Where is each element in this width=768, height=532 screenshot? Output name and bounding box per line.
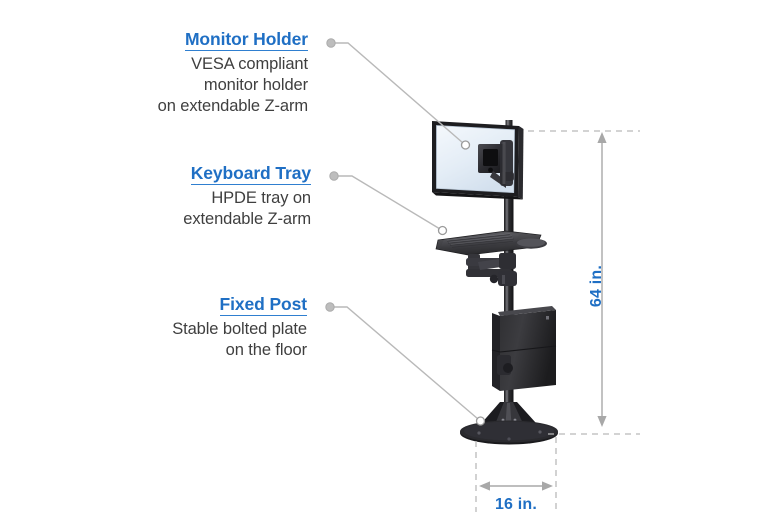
width-extension-lines: [475, 437, 557, 512]
leader-monitor-holder: [326, 38, 471, 150]
height-dimension-label: 64 in.: [588, 264, 605, 308]
callout-monitor-holder: Monitor Holder VESA compliant monitor ho…: [68, 29, 308, 117]
width-dimension-label: 16 in.: [494, 496, 538, 513]
callout-line-1: HPDE tray on: [211, 189, 311, 207]
callout-title-keyboard-tray: Keyboard Tray: [190, 163, 311, 185]
keyboard-tray: [435, 230, 547, 286]
callout-line-2: monitor holder: [203, 76, 308, 94]
height-extension-lines: [528, 130, 640, 435]
callout-line-1: VESA compliant: [191, 55, 308, 73]
callout-line-1: Stable bolted plate: [172, 320, 307, 338]
callout-line-2: extendable Z-arm: [183, 210, 311, 228]
callout-title-fixed-post: Fixed Post: [219, 294, 307, 316]
callout-line-2: on the floor: [225, 341, 307, 359]
callout-keyboard-tray: Keyboard Tray HPDE tray on extendable Z-…: [71, 163, 311, 230]
leader-keyboard-tray: [329, 171, 448, 236]
callout-title-monitor-holder: Monitor Holder: [184, 29, 308, 51]
base-plate: [460, 402, 558, 445]
width-dimension-arrow: [479, 481, 553, 491]
height-dimension-arrow: [597, 132, 607, 427]
callout-fixed-post: Fixed Post Stable bolted plate on the fl…: [67, 294, 307, 361]
vesa-mount: [478, 140, 514, 188]
callout-line-3: on extendable Z-arm: [157, 97, 308, 115]
cpu-holder: [491, 306, 557, 391]
leader-fixed-post: [325, 302, 486, 426]
